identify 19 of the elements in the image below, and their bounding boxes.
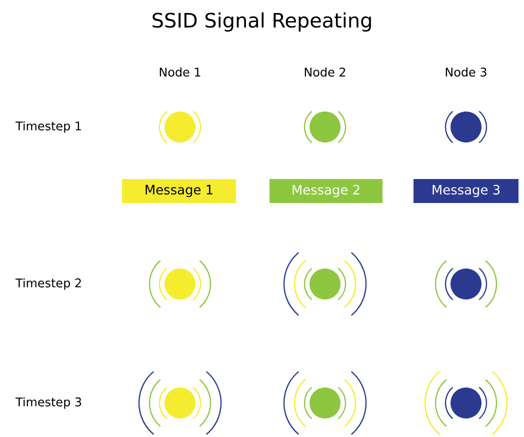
column-header: Node 3 (446, 67, 486, 77)
column-header: Node 1 (160, 67, 200, 77)
node-dot (310, 268, 340, 300)
node-dot (450, 112, 482, 142)
message-box: Message 3 (414, 179, 518, 203)
message-box: Message 2 (270, 179, 382, 203)
row-header: Timestep 1 (16, 121, 81, 133)
row-header: Timestep 3 (16, 397, 82, 409)
node-dot (164, 388, 196, 418)
node-dot (450, 388, 482, 418)
node-dot (164, 112, 196, 142)
node-dot (310, 112, 340, 142)
node-dot (164, 268, 196, 300)
message-box: Message 1 (122, 179, 236, 203)
row-header: Timestep 2 (16, 278, 81, 290)
column-header: Node 2 (304, 67, 346, 77)
title: SSID Signal Repeating (152, 12, 371, 32)
node-dot (450, 268, 482, 300)
node-dot (310, 388, 340, 418)
